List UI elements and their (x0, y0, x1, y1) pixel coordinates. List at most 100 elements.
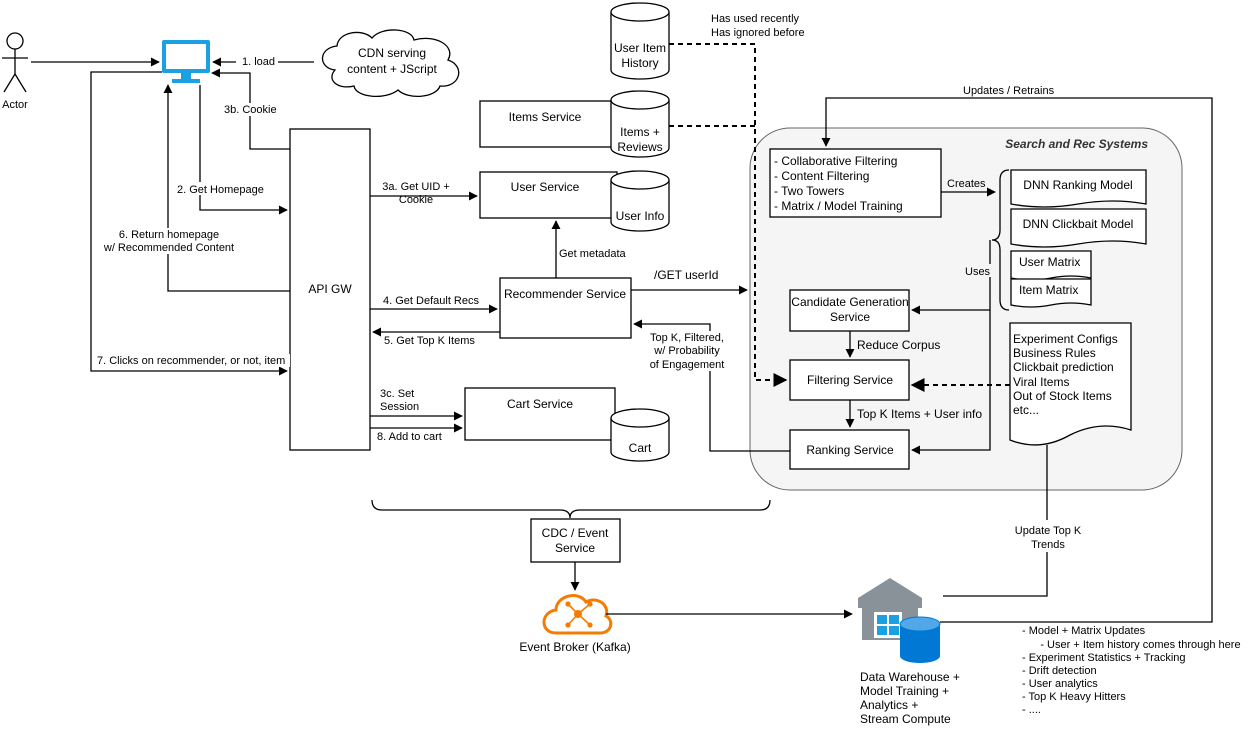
cart-service-label: Cart Service (507, 397, 573, 411)
svg-text:User Info: User Info (616, 209, 665, 223)
svg-text:User Item: User Item (614, 41, 666, 55)
get-homepage-arrow (199, 85, 288, 215)
label-updates-retrains: Updates / Retrains (963, 85, 1055, 97)
svg-text:w/ Probability: w/ Probability (653, 345, 720, 357)
svg-text:Items +: Items + (620, 125, 660, 139)
svg-text:- User + Item history comes th: - User + Item history comes through here (1022, 639, 1241, 651)
label-cookie: 3b. Cookie (224, 104, 277, 116)
svg-text:CDN serving: CDN serving (358, 46, 426, 60)
uses-ranking-arrow (911, 310, 991, 455)
top-k-filtered-arrow (633, 319, 790, 452)
search-rec-title: Search and Rec Systems (1005, 137, 1148, 151)
cdc-event-service-box[interactable] (530, 518, 621, 563)
data-warehouse-label: Data Warehouse + (860, 670, 960, 684)
update-top-k-line-bottom (943, 552, 1048, 597)
services-brace (371, 499, 771, 519)
svg-text:Item Matrix: Item Matrix (1019, 283, 1078, 297)
label-creates: Creates (947, 178, 986, 190)
svg-text:Trends: Trends (1031, 539, 1065, 551)
svg-text:Business Rules: Business Rules (1013, 346, 1096, 360)
training-box[interactable] (769, 148, 942, 218)
items-service-label: Items Service (509, 110, 582, 124)
items-reviews-db: Items + Reviews (610, 90, 670, 158)
filtering-service-box[interactable] (789, 359, 910, 401)
label-clicks: 7. Clicks on recommender, or not, item (97, 355, 285, 367)
svg-text:Ranking Service: Ranking Service (806, 443, 894, 457)
svg-text:User Matrix: User Matrix (1019, 255, 1080, 269)
models-brace (991, 169, 1010, 311)
label-get-default-recs: 4. Get Default Recs (383, 295, 479, 307)
recommender-service-box[interactable] (499, 277, 632, 339)
cdn-cloud: CDN serving content + JScript (321, 29, 460, 97)
monitor-icon (162, 40, 210, 83)
dnn-clickbait-model-doc (1010, 208, 1147, 248)
user-service-label: User Service (511, 180, 580, 194)
user-item-history-db: User Item History (610, 2, 670, 80)
ranking-service-box[interactable] (789, 429, 910, 470)
svg-text:- Collaborative Filtering: - Collaborative Filtering (774, 154, 897, 168)
svg-text:Viral Items: Viral Items (1013, 375, 1069, 389)
updates-retrains-arrow (821, 97, 1213, 623)
label-reduce-corpus: Reduce Corpus (857, 338, 940, 352)
svg-text:Experiment Configs: Experiment Configs (1013, 332, 1118, 346)
candidate-generation-box[interactable] (789, 289, 910, 332)
svg-text:Session: Session (380, 401, 419, 413)
svg-text:- Two Towers: - Two Towers (774, 184, 844, 198)
svg-text:- Matrix / Model Training: - Matrix / Model Training (774, 199, 903, 213)
label-get-homepage: 2. Get Homepage (177, 184, 264, 196)
data-warehouse-icon (858, 578, 941, 663)
svg-text:Filtering Service: Filtering Service (807, 373, 893, 387)
event-broker-label: Event Broker (Kafka) (519, 640, 630, 654)
label-get-top-k: 5. Get Top K Items (384, 335, 475, 347)
label-get-metadata: Get metadata (559, 248, 627, 260)
label-uses: Uses (965, 266, 991, 278)
svg-text:of Engagement: of Engagement (650, 359, 725, 371)
svg-text:- User analytics: - User analytics (1022, 678, 1098, 690)
svg-text:Analytics +: Analytics + (860, 698, 918, 712)
svg-text:Cookie: Cookie (399, 194, 433, 206)
svg-text:Has ignored before: Has ignored before (711, 27, 805, 39)
label-top-k-filtered: Top K, Filtered, (650, 332, 724, 344)
dnn-ranking-model-doc (1010, 169, 1147, 208)
user-service-box[interactable] (479, 171, 618, 219)
cart-db: Cart (610, 408, 670, 462)
svg-text:Candidate Generation: Candidate Generation (791, 295, 908, 309)
svg-text:etc...: etc... (1013, 403, 1039, 417)
actor-icon (2, 32, 28, 93)
cart-service-box[interactable] (464, 387, 616, 441)
svg-text:Clickbait prediction: Clickbait prediction (1013, 360, 1114, 374)
svg-text:- ....: - .... (1022, 704, 1041, 716)
history-dashed-arrow (669, 43, 788, 387)
label-update-top-k: Update Top K (1015, 525, 1082, 537)
svg-text:- Drift detection: - Drift detection (1022, 665, 1097, 677)
label-get-userid: /GET userId (654, 268, 718, 282)
api-gw-box[interactable] (289, 128, 371, 451)
history-note: Has used recently (711, 13, 800, 25)
item-matrix-doc (1010, 278, 1092, 308)
label-add-to-cart: 8. Add to cart (377, 431, 442, 443)
label-load: 1. load (242, 56, 275, 68)
svg-text:Model Training +: Model Training + (860, 684, 949, 698)
return-homepage-arrow (163, 84, 290, 292)
api-gw-label: API GW (308, 282, 352, 296)
svg-text:Reviews: Reviews (617, 140, 662, 154)
actor-label: Actor (2, 99, 28, 111)
svg-text:- Experiment Statistics + Trac: - Experiment Statistics + Tracking (1022, 652, 1186, 664)
kafka-icon (542, 594, 613, 635)
svg-text:Stream Compute: Stream Compute (860, 712, 951, 726)
config-doc (1009, 322, 1132, 446)
svg-text:DNN Ranking Model: DNN Ranking Model (1023, 178, 1132, 192)
svg-text:content + JScript: content + JScript (347, 62, 437, 76)
label-return-homepage: 6. Return homepage (119, 229, 219, 241)
svg-text:- Content Filtering: - Content Filtering (774, 169, 869, 183)
svg-text:CDC / Event: CDC / Event (542, 526, 609, 540)
recommender-service-label: Recommender Service (504, 287, 626, 301)
label-get-uid: 3a. Get UID + (382, 181, 450, 193)
items-service-box[interactable] (479, 100, 618, 148)
user-info-db: User Info (610, 170, 670, 232)
svg-text:w/ Recommended Content: w/ Recommended Content (103, 242, 234, 254)
label-top-k-user-info: Top K Items + User info (857, 407, 982, 421)
svg-text:Service: Service (830, 310, 870, 324)
svg-text:Cart: Cart (629, 441, 652, 455)
